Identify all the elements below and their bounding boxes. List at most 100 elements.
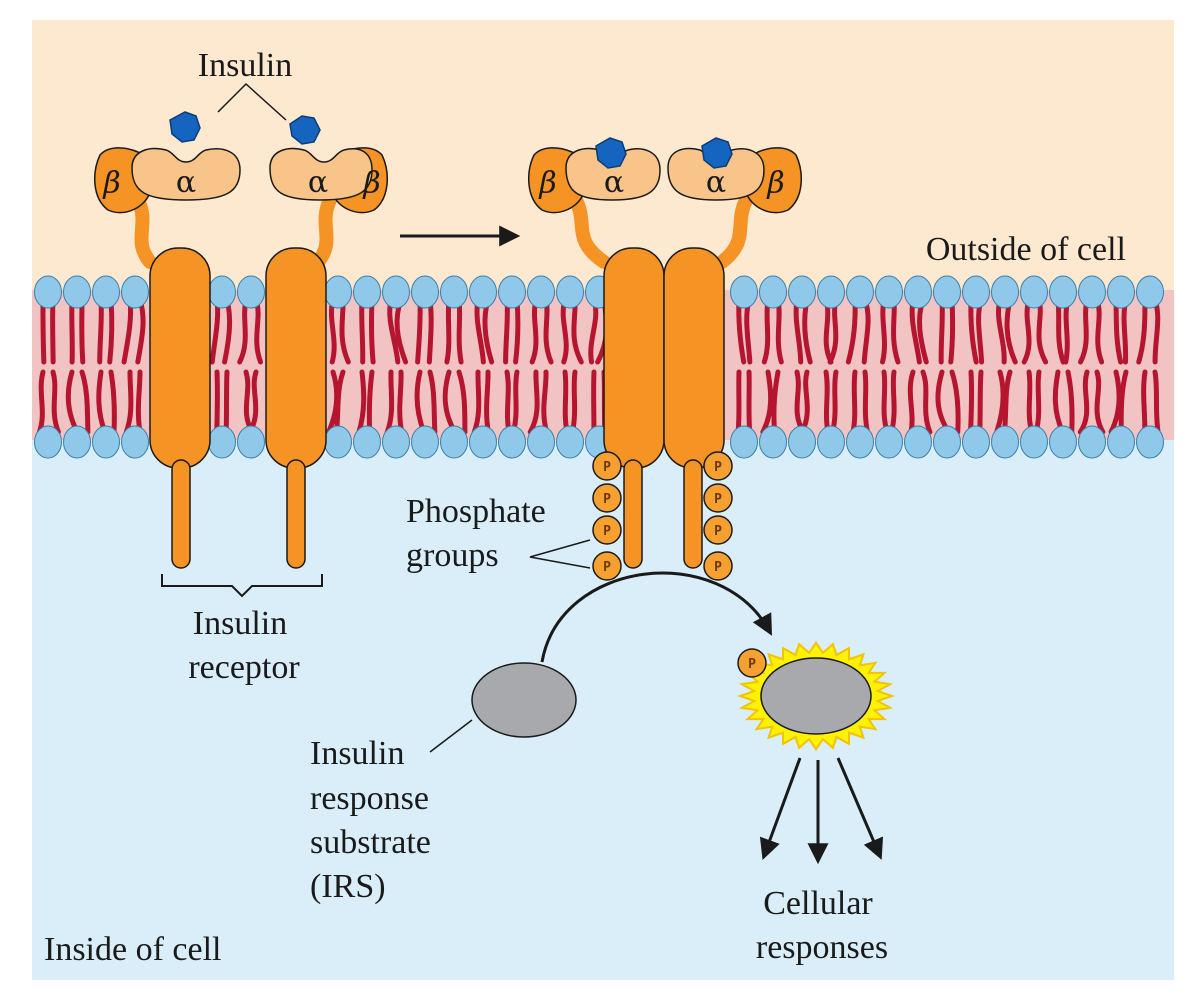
lipid-head	[469, 425, 497, 459]
lipid-head	[817, 275, 845, 309]
phosphate-symbol: P	[748, 657, 756, 672]
response-arrow-1	[759, 757, 802, 860]
lipid-head	[991, 425, 1019, 459]
receptor-tail-right-1	[623, 459, 643, 569]
lipid-head	[875, 425, 903, 459]
lipid-head	[1020, 425, 1048, 459]
phosphate-groups-label-line1: Phosphate	[406, 493, 546, 530]
receptor-body-left-2	[265, 247, 327, 469]
cellular-responses-label-line2: responses	[756, 929, 888, 966]
irs-protein	[471, 662, 577, 738]
alpha-label-right-1: α	[604, 165, 624, 200]
linker-left-1	[131, 193, 157, 269]
insulin-receptor-label-line2: receptor	[188, 649, 300, 686]
phosphate-groups-label-line2: groups	[406, 537, 499, 574]
alpha-label-left-2: α	[308, 165, 328, 200]
phosphorylation-arc	[540, 571, 773, 663]
phosphate-group	[592, 551, 622, 581]
phosphate-group	[592, 483, 622, 513]
insulin-molecule-bound-2	[701, 137, 733, 169]
lipid-head	[933, 275, 961, 309]
lipid-head	[353, 275, 381, 309]
lipid-tail	[36, 369, 61, 435]
lipid-head	[759, 425, 787, 459]
alpha-subunit-right-2	[667, 147, 765, 201]
lipid-head	[382, 275, 410, 309]
insulin-molecule-free-2	[289, 115, 321, 145]
receptor-tail-left-2	[286, 459, 306, 569]
insulin-molecule-bound-1	[595, 137, 627, 169]
insulin-receptor-bound: α α β β	[528, 137, 802, 569]
insulin-label-leader	[217, 82, 287, 121]
phosphate-symbol: P	[714, 492, 722, 507]
lipid-bilayer	[34, 275, 1164, 459]
lipid-head	[1078, 275, 1106, 309]
beta-label-left-1: β	[102, 166, 120, 201]
lipid-head	[730, 275, 758, 309]
irs-label-line4: (IRS)	[310, 868, 386, 905]
phosphate-group	[703, 451, 733, 481]
lipid-head	[411, 275, 439, 309]
lipid-head	[904, 275, 932, 309]
lipid-head	[353, 425, 381, 459]
response-arrow-3	[836, 757, 884, 860]
linker-right-1	[569, 193, 611, 269]
lipid-head	[962, 275, 990, 309]
insulin-receptor-label-line1: Insulin	[193, 605, 287, 642]
lipid-tail	[850, 369, 870, 435]
lipid-head	[411, 425, 439, 459]
phosphate-symbol: P	[603, 460, 611, 475]
phosphate-group	[592, 451, 622, 481]
insulin-receptor-unbound: α α β β	[94, 147, 388, 569]
receptor-tail-right-2	[683, 459, 703, 569]
phosphate-symbol: P	[603, 492, 611, 507]
phosphate-symbol: P	[603, 560, 611, 575]
lipid-head	[846, 275, 874, 309]
lipid-head	[324, 425, 352, 459]
lipid-head	[440, 425, 468, 459]
lipid-head	[730, 425, 758, 459]
alpha-subunit-left-1	[131, 147, 241, 201]
receptor-body-left-1	[149, 247, 211, 469]
inside-of-cell-label: Inside of cell	[44, 931, 222, 968]
phosphate-symbol: P	[714, 460, 722, 475]
lipid-head	[1136, 425, 1164, 459]
receptor-body-right-1	[603, 247, 665, 469]
phosphate-symbol: P	[714, 524, 722, 539]
irs-label-leader	[429, 719, 473, 753]
outside-of-cell-label: Outside of cell	[926, 231, 1126, 268]
lipid-head	[1107, 425, 1135, 459]
beta-label-left-2: β	[362, 166, 380, 201]
lipid-head	[34, 275, 62, 309]
insulin-molecule-free-1	[169, 111, 201, 143]
lipid-head	[875, 275, 903, 309]
linker-left-2	[311, 193, 337, 269]
phosphate-label-leader	[529, 539, 591, 569]
lipid-head	[759, 275, 787, 309]
lipid-head	[121, 275, 149, 309]
phosphate-group	[703, 483, 733, 513]
lipid-tail	[907, 369, 933, 435]
lipid-head	[382, 425, 410, 459]
linker-right-2	[715, 193, 753, 269]
lipid-head	[208, 275, 236, 309]
phosphate-groups-right: P P P P	[703, 451, 733, 581]
lipid-head	[63, 425, 91, 459]
lipid-head	[121, 425, 149, 459]
phosphate-symbol: P	[714, 560, 722, 575]
lipid-head	[237, 425, 265, 459]
lipid-head	[991, 275, 1019, 309]
lipid-head	[324, 275, 352, 309]
receptor-brace	[161, 574, 323, 598]
lipid-head	[92, 275, 120, 309]
alpha-subunit-left-2	[269, 147, 373, 201]
lipid-head	[208, 425, 236, 459]
lipid-head	[556, 425, 584, 459]
lipid-head	[962, 425, 990, 459]
lipid-head	[237, 275, 265, 309]
lipid-head	[469, 275, 497, 309]
lipid-head	[527, 425, 555, 459]
lipid-head	[933, 425, 961, 459]
